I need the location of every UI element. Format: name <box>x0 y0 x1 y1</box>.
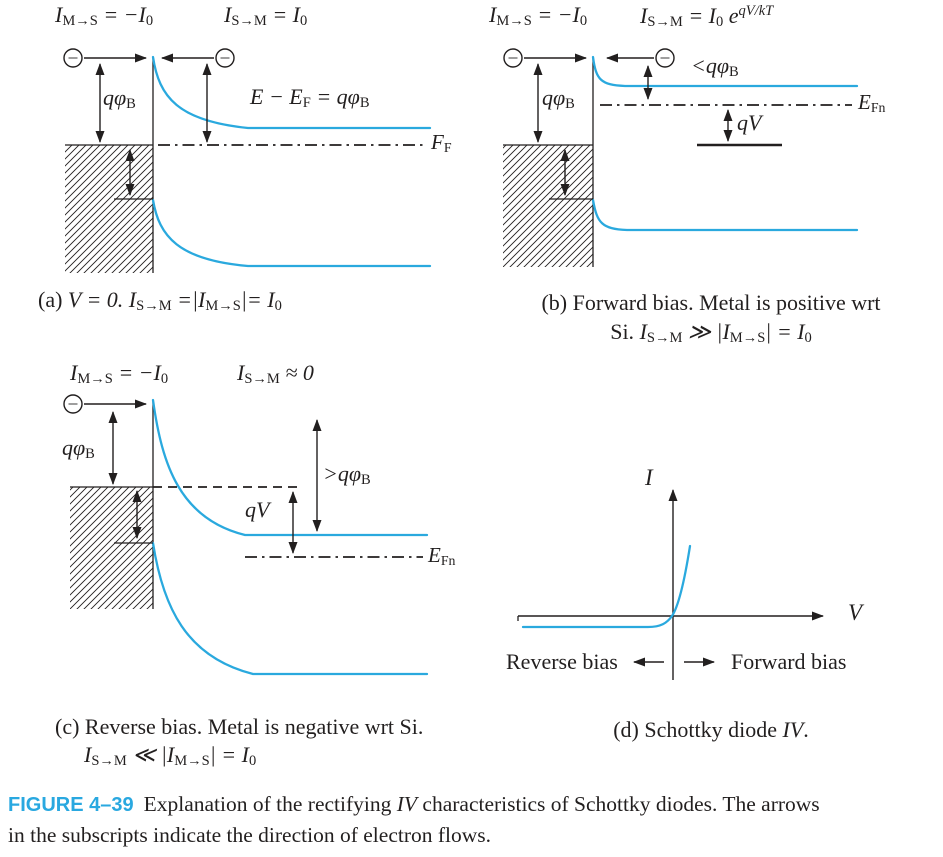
figure-caption-line2: in the subscripts indicate the direction… <box>8 823 492 848</box>
electron-icon <box>63 48 83 68</box>
caption-b: (b) Forward bias. Metal is positive wrt … <box>482 289 940 348</box>
figure-caption-text: Explanation of the rectifying <box>143 792 397 816</box>
figure-number-label: FIGURE 4–39 <box>8 794 134 816</box>
valence-band-curve <box>151 198 432 268</box>
increased-barrier-label: >qφB <box>323 461 371 489</box>
forward-bias-label: Forward bias <box>731 649 847 674</box>
caption-b-line2-formula: IS→M ≫ |IM→S| = I0 <box>639 318 812 346</box>
fermi-level-label: FF <box>431 130 452 156</box>
caption-b-line2-prefix: Si. <box>610 318 635 344</box>
i-axis-label: I <box>645 465 653 490</box>
caption-d-iv: IV <box>782 717 804 742</box>
caption-a-prefix: (a) <box>38 287 63 312</box>
current-semi-to-metal-label: IS→M = I0 <box>224 2 308 30</box>
reverse-bias-label: Reverse bias <box>506 649 618 674</box>
caption-a: (a) V = 0. IS→M =|IM→S|= I0 <box>38 289 282 314</box>
electron-icon <box>655 48 675 68</box>
panel-c-band-diagram <box>63 394 429 676</box>
figure-caption-iv: IV <box>396 792 418 816</box>
reduced-barrier-label: <qφB <box>691 53 739 81</box>
conduction-band-curve <box>151 55 432 130</box>
caption-b-line2: Si. IS→M ≫ |IM→S| = I0 <box>482 318 940 348</box>
caption-b-line1: (b) Forward bias. Metal is positive wrt <box>541 290 881 315</box>
v-axis-label: V <box>848 600 863 625</box>
barrier-height-label: qφB <box>103 85 136 113</box>
panel-b-band-diagram <box>503 48 859 267</box>
caption-c-line2: IS→M ≪ |IM→S| = I0 <box>84 742 257 770</box>
current-metal-to-semi-label: IM→S = −I0 <box>489 2 588 30</box>
quasi-fermi-level-label: EFn <box>428 543 456 569</box>
barrier-height-label: qφB <box>542 85 575 113</box>
current-semi-to-metal-label: IS→M = I0 eqV/kT <box>640 2 774 31</box>
caption-a-formula: V = 0. IS→M =|IM→S|= I0 <box>67 287 282 315</box>
valence-band-curve <box>151 541 429 676</box>
caption-d-prefix: (d) Schottky diode <box>613 717 783 742</box>
caption-d-suffix: . <box>803 717 809 742</box>
electron-icon <box>63 394 83 414</box>
barrier-height-label: qφB <box>62 435 95 463</box>
panel-a-band-diagram <box>63 48 432 273</box>
band-edge-energy-label: E − EF = qφB <box>250 84 370 112</box>
caption-c-line1: (c) Reverse bias. Metal is negative wrt … <box>55 714 424 739</box>
figure-caption-text: characteristics of Schottky diodes. The … <box>417 792 820 816</box>
current-semi-to-metal-label: IS→M ≈ 0 <box>237 360 314 388</box>
current-metal-to-semi-label: IM→S = −I0 <box>55 2 154 30</box>
iv-curve <box>521 544 692 629</box>
qv-label: qV <box>737 110 762 135</box>
figure-caption-line1: FIGURE 4–39 Explanation of the rectifying… <box>8 789 943 820</box>
metal-region <box>503 145 593 267</box>
valence-band-curve <box>591 198 859 232</box>
current-metal-to-semi-label: IM→S = −I0 <box>70 360 169 388</box>
qv-label: qV <box>245 497 270 522</box>
conduction-band-curve <box>151 398 429 537</box>
quasi-fermi-level-label: EFn <box>858 90 886 116</box>
figure-caption: FIGURE 4–39 Explanation of the rectifying… <box>8 789 943 851</box>
electron-icon <box>215 48 235 68</box>
panel-d-iv-plot <box>517 489 824 680</box>
electron-icon <box>503 48 523 68</box>
conduction-band-curve <box>591 55 859 88</box>
metal-region <box>70 487 153 609</box>
metal-region <box>65 145 153 273</box>
caption-d: (d) Schottky diode IV. <box>482 716 940 745</box>
